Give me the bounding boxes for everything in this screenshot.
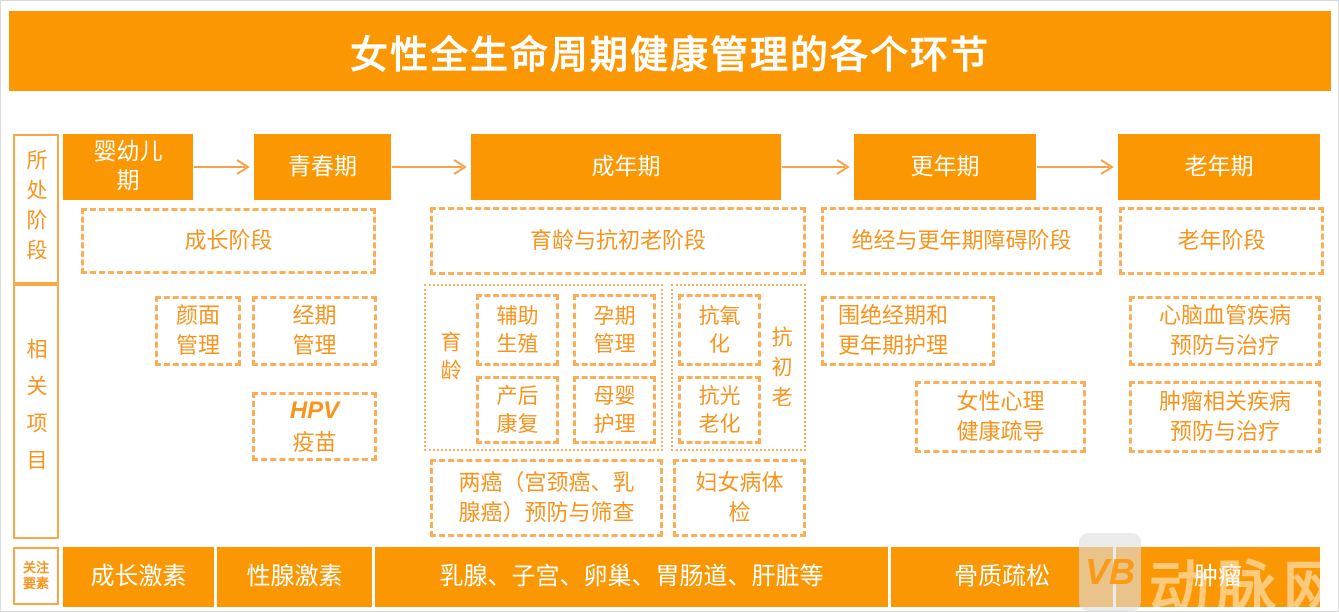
arrow-right-icon xyxy=(1037,159,1114,175)
watermark-site-name: 动脉网 xyxy=(1149,556,1339,612)
project-assisted-reproduction: 辅助 生殖 xyxy=(476,294,559,366)
stage-desc-menopause: 绝经与更年期障碍阶段 xyxy=(821,207,1102,275)
project-perimenopause-care: 围绝经期和 更年期护理 xyxy=(821,296,995,366)
project-anti-photoaging: 抗光 老化 xyxy=(678,376,761,444)
project-tumor-related: 肿瘤相关疾病 预防与治疗 xyxy=(1129,381,1321,453)
arrow-right-icon xyxy=(782,159,850,175)
arrow-right-icon xyxy=(194,159,250,175)
sidebar-projects-label-box: 相关项目 xyxy=(13,284,59,539)
project-gyn-checkup: 妇女病体 检 xyxy=(673,459,806,537)
stage-box-elderly: 老年期 xyxy=(1118,134,1320,200)
focus-growth-hormone: 成长激素 xyxy=(63,547,214,607)
project-period-management: 经期 管理 xyxy=(252,296,377,366)
focus-osteoporosis: 骨质疏松 xyxy=(891,547,1113,607)
project-antioxidant: 抗氧 化 xyxy=(678,294,761,366)
project-cardiovascular: 心脑血管疾病 预防与治疗 xyxy=(1129,296,1321,366)
project-maternal-infant-care: 母婴 护理 xyxy=(573,376,656,444)
sidebar-stage-label: 所处阶段 xyxy=(24,149,48,269)
project-hpv-vaccine: HPV 疫苗 xyxy=(252,392,377,461)
project-two-cancer-screening: 两癌（宫颈癌、乳 腺癌）预防与筛查 xyxy=(430,459,663,537)
focus-gonadal-hormone: 性腺激素 xyxy=(217,547,372,607)
focus-tumor: 肿瘤 xyxy=(1116,547,1320,607)
group-anti-aging-label: 抗初老 xyxy=(769,326,793,416)
stage-desc-growth: 成长阶段 xyxy=(81,208,376,274)
stage-box-infant: 婴幼儿 期 xyxy=(63,134,193,200)
project-postpartum-recovery: 产后 康复 xyxy=(476,376,559,444)
stage-box-adolescence: 青春期 xyxy=(254,134,391,200)
sidebar-focus-label: 关注 要素 xyxy=(22,559,49,591)
stage-box-menopause: 更年期 xyxy=(854,134,1036,200)
project-pregnancy-management: 孕期 管理 xyxy=(573,294,656,366)
stage-desc-elderly: 老年阶段 xyxy=(1119,207,1324,275)
sidebar-stage-label-box: 所处阶段 xyxy=(13,134,59,284)
focus-organs: 乳腺、子宫、卵巢、胃肠道、肝脏等 xyxy=(375,547,888,607)
hpv-label-zh: 疫苗 xyxy=(292,429,337,455)
sidebar-focus-label-box: 关注 要素 xyxy=(13,547,59,605)
page-title: 女性全生命周期健康管理的各个环节 xyxy=(9,11,1331,91)
stage-desc-fertility-antiaging: 育龄与抗初老阶段 xyxy=(430,207,806,275)
watermark-vb-logo: VB xyxy=(1079,533,1141,611)
project-face-management: 颜面 管理 xyxy=(155,296,241,366)
arrow-right-icon xyxy=(392,159,467,175)
sidebar-projects-label: 相关项目 xyxy=(24,337,48,486)
group-fertility-label: 育龄 xyxy=(438,331,462,387)
hpv-label-en: HPV xyxy=(289,397,340,425)
stage-box-adulthood: 成年期 xyxy=(471,134,781,200)
project-mental-health: 女性心理 健康疏导 xyxy=(915,381,1086,453)
